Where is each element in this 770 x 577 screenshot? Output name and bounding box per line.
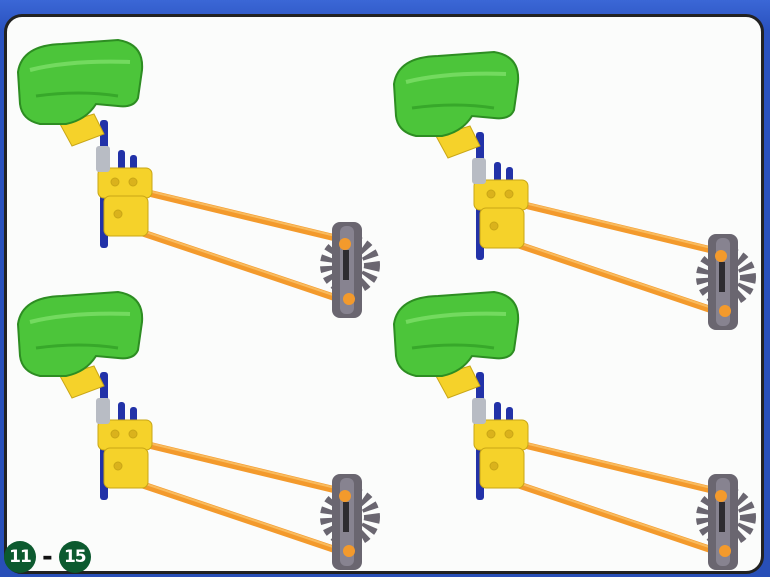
step-end-badge: 15 [59, 541, 91, 573]
step-range-separator: - [42, 544, 53, 570]
step-start-badge: 11 [4, 541, 36, 573]
assembly-top-left [18, 40, 372, 318]
assembly-bottom-left [18, 292, 372, 570]
assembly-bottom-right [394, 292, 748, 570]
assembly-top-right [394, 52, 748, 330]
step-range-label: 11 - 15 [4, 541, 91, 573]
